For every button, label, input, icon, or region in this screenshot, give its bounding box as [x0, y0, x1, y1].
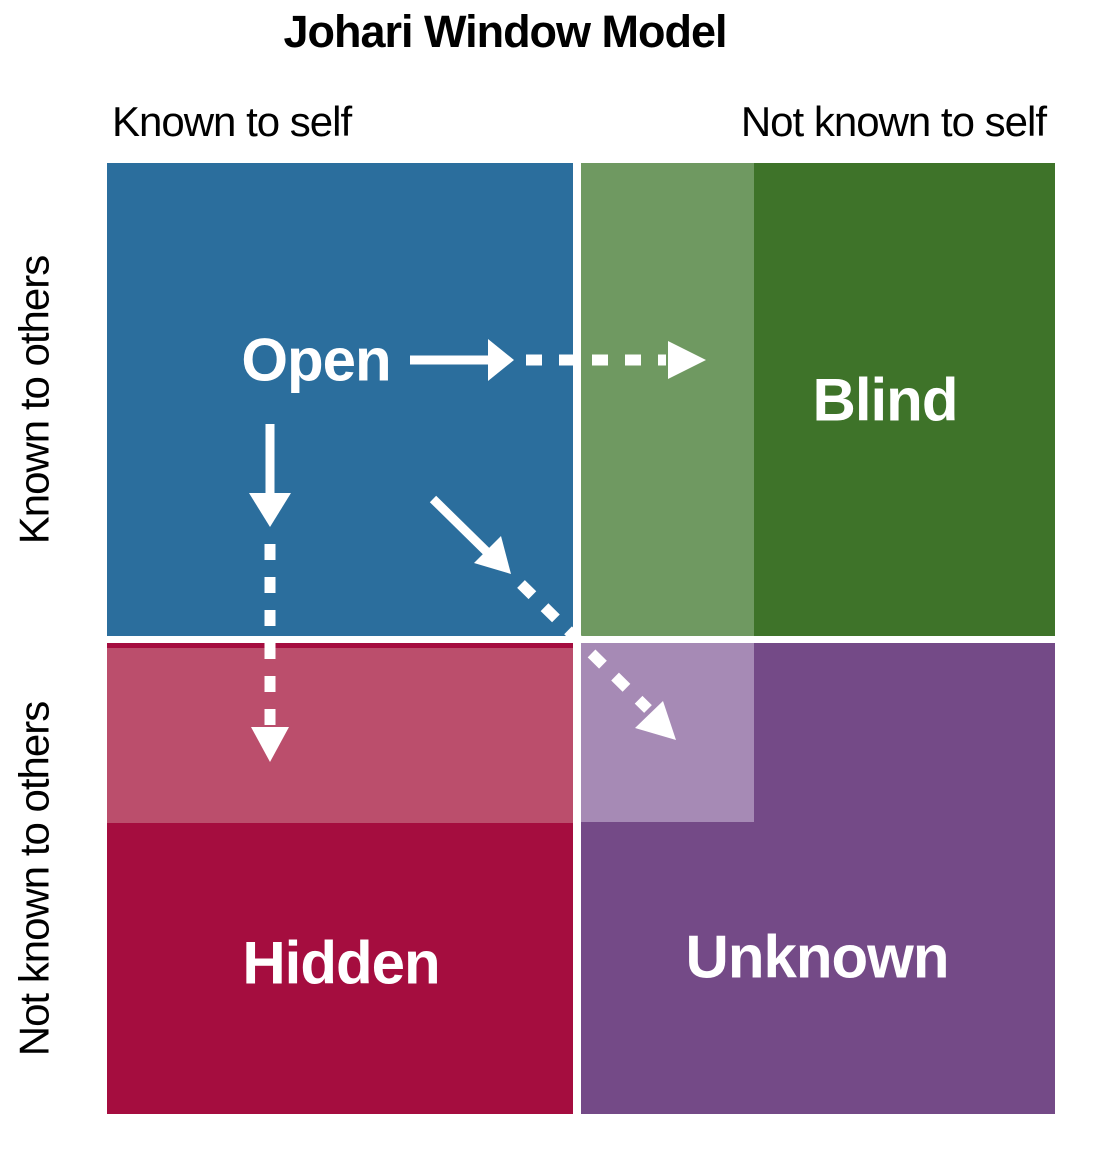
- row-label-known-to-others: Known to others: [2, 163, 66, 636]
- open-extension-into-hidden: [107, 648, 573, 823]
- column-label-known-to-self: Known to self: [112, 98, 352, 145]
- quadrant-unknown: Unknown: [581, 643, 1055, 1114]
- open-extension-into-unknown: [581, 643, 754, 822]
- quadrant-hidden: Hidden: [107, 643, 573, 1114]
- quadrant-blind: Blind: [581, 163, 1055, 636]
- diagram-title: Johari Window Model: [283, 6, 727, 57]
- row-label-known-to-others-text: Known to others: [10, 255, 58, 544]
- open-extension-into-blind: [581, 163, 754, 636]
- quadrant-unknown-label: Unknown: [685, 923, 950, 991]
- row-label-not-known-to-others-text: Not known to others: [10, 701, 57, 1056]
- quadrant-hidden-label: Hidden: [242, 929, 440, 997]
- row-label-not-known-to-others: Not known to others: [2, 643, 66, 1114]
- column-label-not-known-to-self: Not known to self: [740, 98, 1047, 145]
- quadrant-open: Open: [107, 163, 573, 636]
- quadrant-blind-label: Blind: [812, 366, 959, 434]
- quadrant-open-label: Open: [241, 326, 391, 394]
